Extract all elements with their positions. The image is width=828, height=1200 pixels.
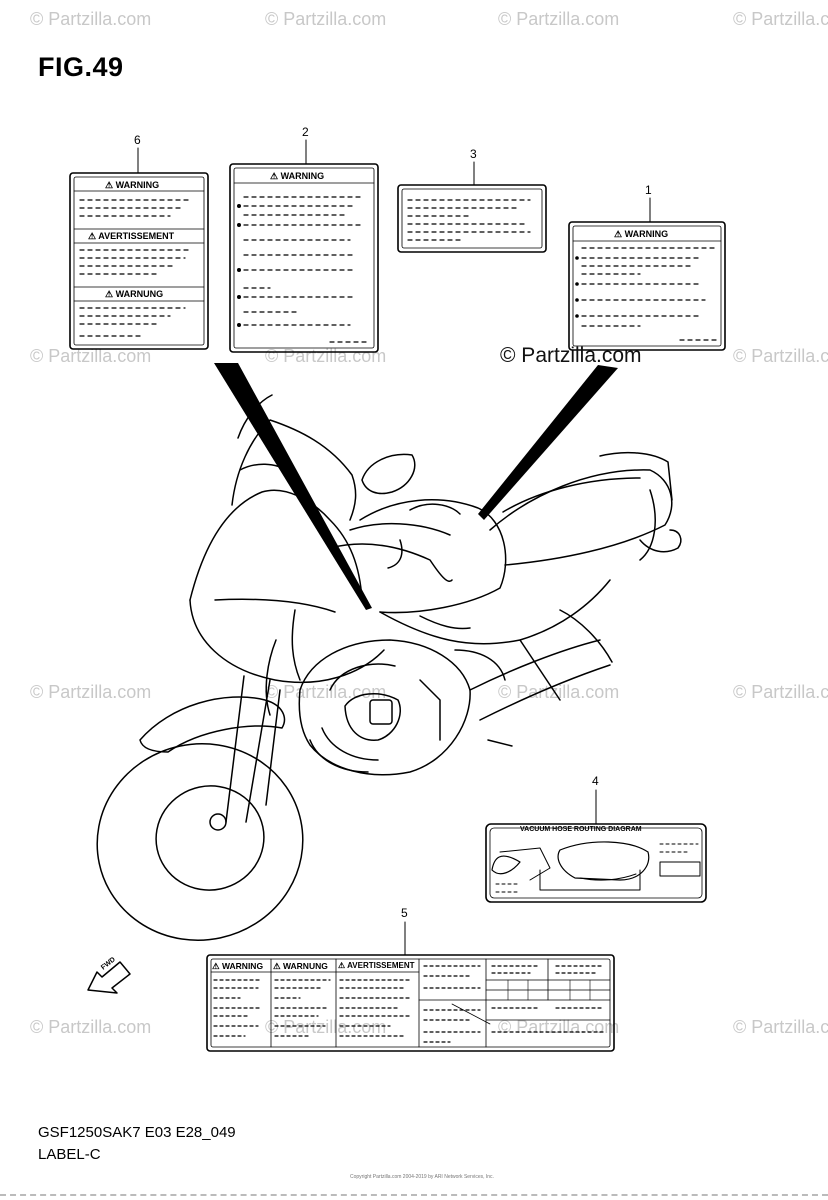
label-6-header-warning: ⚠ WARNING — [105, 180, 160, 190]
label-2[interactable] — [229, 163, 379, 353]
callout-number-5: 5 — [401, 906, 408, 920]
label-3[interactable] — [397, 184, 547, 253]
callout-number-1: 1 — [645, 183, 652, 197]
label-5-header-warnung: ⚠ WARNUNG — [273, 961, 328, 971]
watermark: © Partzilla.com — [498, 9, 620, 29]
callout-number-2: 2 — [302, 125, 309, 139]
watermark: © Partzilla.com — [733, 1017, 828, 1037]
label-6[interactable] — [69, 172, 209, 350]
label-6-header-avertissement: ⚠ AVERTISSEMENT — [88, 231, 175, 241]
watermark: © Partzilla.com — [733, 682, 828, 702]
watermark: © Partzilla.com — [265, 9, 387, 29]
watermark: © Partzilla.com — [733, 9, 828, 29]
watermark: © Partzilla.com — [30, 682, 152, 702]
watermark: © Partzilla.com — [265, 1017, 387, 1037]
partzilla-center-watermark: © Partzilla.com — [500, 344, 642, 367]
fwd-arrow-icon — [87, 961, 131, 994]
callout-number-3: 3 — [470, 147, 477, 161]
pointer-wedge — [214, 363, 618, 610]
motorcycle-outline — [96, 394, 682, 941]
label-6-header-warnung: ⚠ WARNUNG — [105, 289, 164, 299]
label-4-header: VACUUM HOSE ROUTING DIAGRAM — [520, 826, 642, 833]
watermark: © Partzilla.com — [30, 9, 152, 29]
label-1-header-warning: ⚠ WARNING — [614, 229, 669, 239]
figure-title: FIG.49 — [38, 52, 124, 82]
label-5[interactable] — [206, 954, 615, 1052]
label-4[interactable] — [485, 823, 707, 903]
label-1[interactable] — [568, 221, 726, 351]
model-code: GSF1250SAK7 E03 E28_049 — [38, 1124, 236, 1141]
watermark: © Partzilla.com — [30, 1017, 152, 1037]
callout-number-4: 4 — [592, 774, 599, 788]
label-5-header-warning: ⚠ WARNING — [212, 961, 264, 971]
section-name: LABEL-C — [38, 1146, 101, 1163]
watermark: © Partzilla.com — [30, 346, 152, 366]
label-5-header-avertissement: ⚠ AVERTISSEMENT — [338, 961, 415, 970]
label-2-header-warning: ⚠ WARNING — [270, 171, 325, 181]
watermark: © Partzilla.com — [265, 346, 387, 366]
callout-number-6: 6 — [134, 133, 141, 147]
footer-copyright: Copyright Partzilla.com 2004-2019 by ARI… — [350, 1174, 494, 1180]
bottom-border — [0, 1194, 828, 1196]
watermark: © Partzilla.com — [733, 346, 828, 366]
